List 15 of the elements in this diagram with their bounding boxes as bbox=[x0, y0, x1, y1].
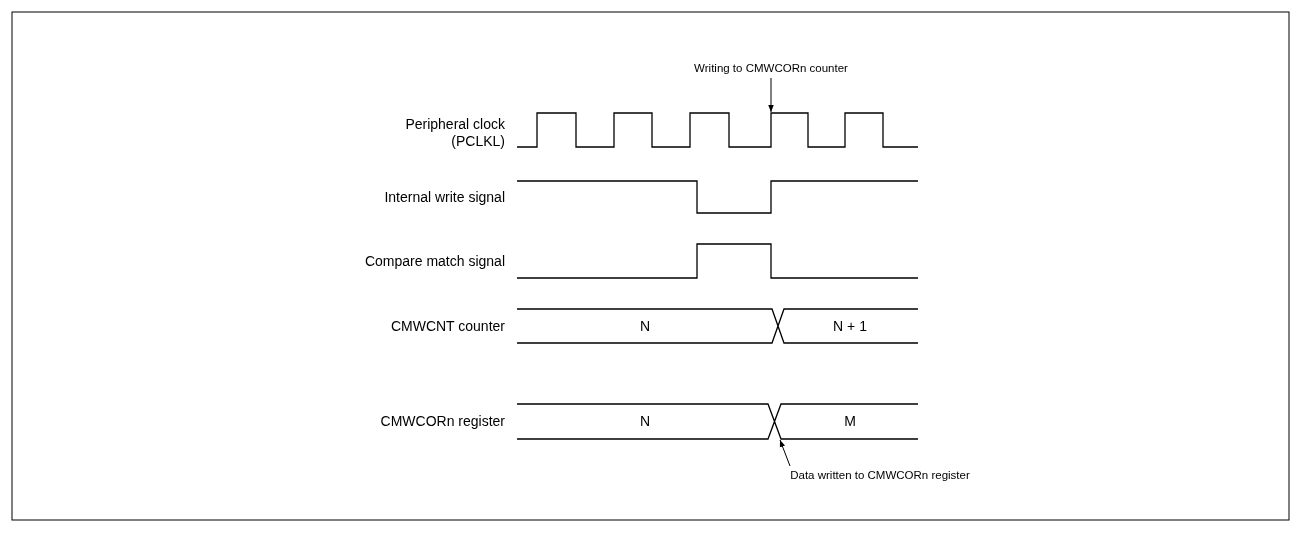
signal-label: CMWCORn register bbox=[379, 413, 505, 430]
bus-value: M bbox=[844, 413, 856, 430]
signal-label: Peripheral clock (PCLKL) bbox=[404, 116, 505, 150]
signal-label: Compare match signal bbox=[363, 253, 505, 270]
bus-value: N bbox=[639, 318, 651, 335]
annotation-text: Writing to CMWCORn counter bbox=[694, 61, 848, 75]
annotation-text: Data written to CMWCORn register bbox=[790, 468, 970, 482]
signal-label: Internal write signal bbox=[383, 189, 505, 206]
bus-value: N bbox=[639, 413, 651, 430]
signal-label: CMWCNT counter bbox=[389, 318, 505, 335]
leader-line bbox=[779, 439, 791, 467]
clock-waveform bbox=[516, 112, 919, 148]
leader-line bbox=[768, 77, 774, 113]
bus-value: N + 1 bbox=[833, 318, 867, 335]
register-bus-waveform bbox=[516, 403, 919, 440]
